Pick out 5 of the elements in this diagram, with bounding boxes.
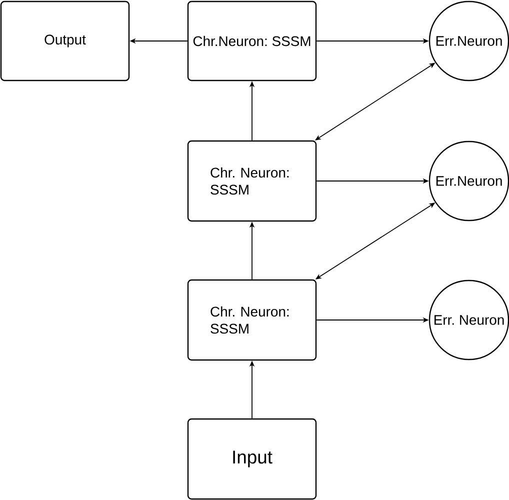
rounded-box: Output [0, 0, 130, 82]
rounded-box: Input [187, 418, 317, 500]
rounded-box: Chr. Neuron: SSSM [187, 279, 317, 361]
rounded-box: Chr. Neuron: SSSM [187, 140, 317, 222]
rounded-box: Chr.Neuron: SSSM [187, 0, 317, 82]
